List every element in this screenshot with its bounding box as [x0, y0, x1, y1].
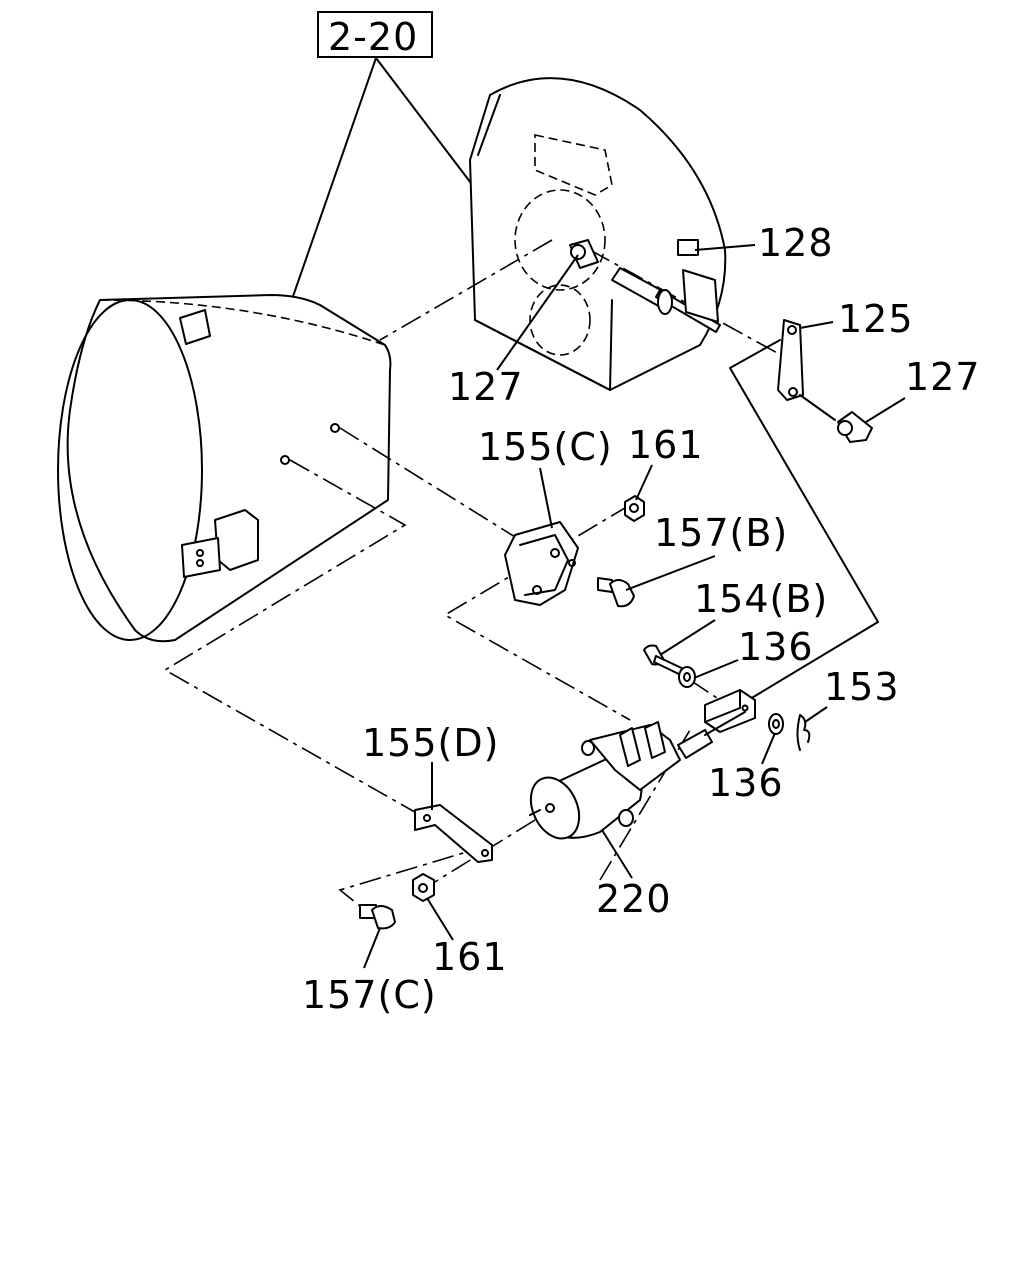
callout-153: 153 — [824, 665, 900, 709]
bolt-157b — [597, 577, 635, 608]
callout-155c: 155(C) — [478, 425, 613, 469]
nut-161-lower — [412, 873, 435, 902]
callout-157c: 157(C) — [302, 973, 437, 1017]
reference-box: 2-20 — [289, 11, 481, 306]
shift-shaft-assembly — [611, 239, 836, 421]
callout-125: 125 — [838, 297, 914, 341]
bracket-155c — [504, 521, 579, 606]
callout-127-right: 127 — [905, 355, 981, 399]
callout-128: 128 — [758, 221, 834, 265]
tank-body — [57, 294, 392, 643]
callout-136-upper: 136 — [738, 625, 814, 669]
washer-136-lower — [768, 713, 784, 735]
clevis-rod-end — [704, 689, 756, 733]
leader-lines — [363, 244, 906, 969]
callout-labels: 128 125 127 127 155(C) 161 157(B) 154(B)… — [302, 221, 981, 1017]
bracket-155d — [414, 804, 493, 863]
washer-136-upper — [678, 666, 696, 688]
nut-161-upper — [624, 495, 645, 522]
clip-153 — [796, 714, 811, 751]
bolt-127-upper — [569, 239, 599, 269]
bolt-157c — [359, 904, 396, 930]
callout-220: 220 — [596, 877, 672, 921]
callout-127-upper: 127 — [448, 365, 524, 409]
reference-label: 2-20 — [328, 15, 418, 59]
callout-136-lower: 136 — [708, 761, 784, 805]
callout-154b: 154(B) — [694, 577, 828, 621]
transmission-housing — [469, 77, 727, 391]
callout-161-upper: 161 — [628, 423, 704, 467]
callout-155d: 155(D) — [362, 721, 499, 765]
bolt-127-right — [837, 411, 873, 443]
callout-161-lower: 161 — [432, 935, 508, 979]
callout-157b: 157(B) — [654, 511, 788, 555]
actuator-220 — [529, 711, 746, 840]
